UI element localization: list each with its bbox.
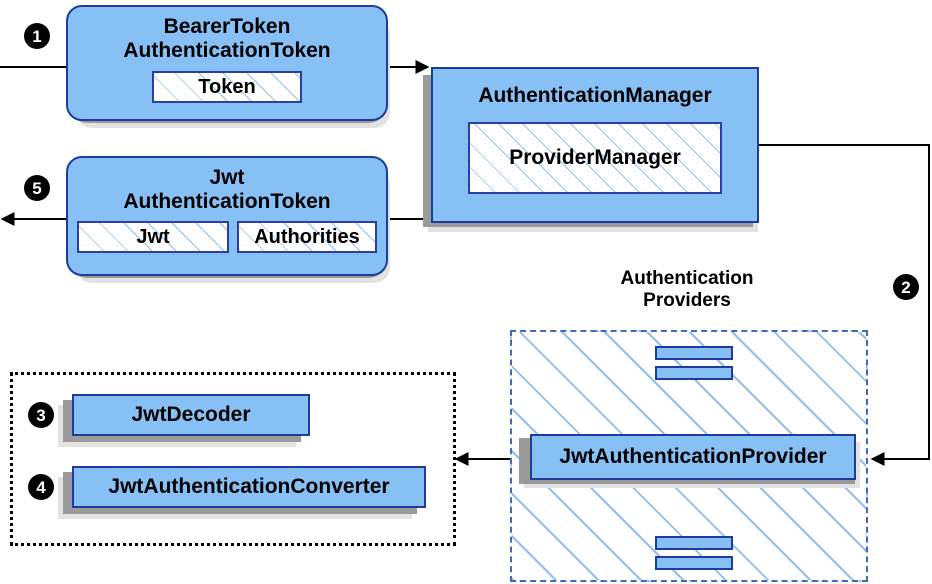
jwt-authentication-token-box[interactable]: Jwt AuthenticationToken Jwt Authorities — [66, 156, 388, 276]
jwt-decoder-label: JwtDecoder — [131, 403, 251, 427]
provider-stack-bar-top-2 — [655, 366, 733, 380]
provider-manager-field: ProviderManager — [468, 121, 722, 194]
jwt-authentication-converter-box[interactable]: JwtAuthenticationConverter — [72, 466, 426, 508]
badge-step-5-label: 5 — [32, 178, 42, 198]
badge-step-4-label: 4 — [36, 477, 46, 497]
provider-stack-bar-bottom-1 — [655, 536, 733, 550]
jwt-authentication-provider-label: JwtAuthenticationProvider — [559, 445, 827, 469]
bearer-token-authentication-token-title: BearerToken AuthenticationToken — [123, 15, 331, 62]
badge-step-3-label: 3 — [36, 405, 46, 425]
badge-step-1-label: 1 — [32, 26, 42, 46]
line-authentication-manager-to-provider — [759, 144, 930, 466]
bearer-token-field-token: Token — [152, 71, 302, 104]
badge-step-4: 4 — [28, 474, 54, 500]
authentication-manager-title: AuthenticationManager — [478, 84, 712, 107]
badge-step-2-label: 2 — [901, 277, 911, 297]
jwt-authentication-token-field-jwt-label: Jwt — [136, 225, 170, 248]
jwt-authentication-token-field-authorities: Authorities — [237, 221, 377, 254]
provider-stack-bar-bottom-2 — [655, 556, 733, 570]
badge-step-2: 2 — [893, 274, 919, 300]
jwt-authentication-token-title: Jwt AuthenticationToken — [123, 166, 331, 213]
bearer-token-authentication-token-box[interactable]: BearerToken AuthenticationToken Token — [66, 5, 388, 121]
jwt-authentication-token-field-authorities-label: Authorities — [254, 225, 360, 248]
authentication-providers-title: Authentication Providers — [620, 268, 754, 311]
provider-stack-bar-top-1 — [655, 346, 733, 360]
bearer-token-field-token-label: Token — [198, 75, 256, 98]
authentication-manager-box[interactable]: AuthenticationManager ProviderManager — [431, 67, 759, 223]
badge-step-5: 5 — [24, 175, 50, 201]
jwt-authentication-converter-label: JwtAuthenticationConverter — [108, 475, 390, 499]
support-classes-region — [10, 372, 456, 546]
jwt-authentication-provider-box[interactable]: JwtAuthenticationProvider — [530, 434, 856, 480]
jwt-authentication-token-field-jwt: Jwt — [77, 221, 229, 254]
badge-step-3: 3 — [28, 402, 54, 428]
badge-step-1: 1 — [24, 23, 50, 49]
jwt-decoder-box[interactable]: JwtDecoder — [72, 394, 310, 436]
provider-manager-label: ProviderManager — [509, 145, 681, 169]
